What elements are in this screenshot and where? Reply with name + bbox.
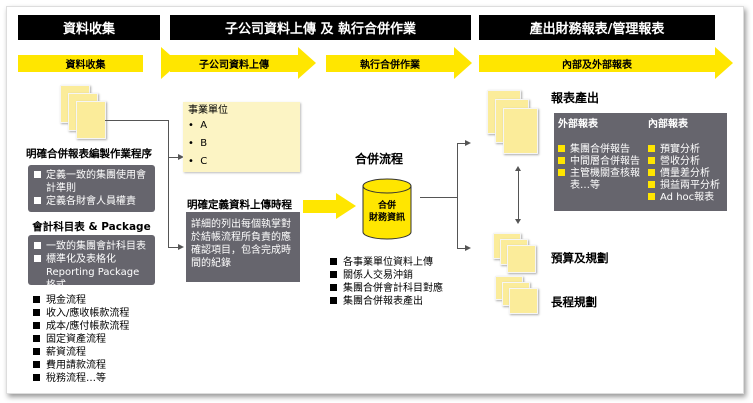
process-item: 費用請款流程 (46, 360, 106, 371)
procedure-box: 定義一致的集團使用會計準則 定義各財會人員權責 (28, 165, 155, 212)
header-upload-consolidation: 子公司資料上傳 及 執行合併作業 (170, 15, 471, 40)
internal-reports-list: 預實分析 營收分析 價量差分析 損益兩平分析 Ad hoc報表 (648, 144, 720, 204)
business-unit: B (200, 138, 208, 149)
internal-report: Ad hoc報表 (660, 192, 715, 203)
business-units-note: 事業單位 • A • B • C (183, 102, 300, 172)
internal-report: 營收分析 (660, 156, 700, 167)
internal-reports-title: 內部報表 (648, 119, 688, 130)
timeline-title: 明確定義資料上傳時程 (187, 199, 292, 211)
accounts-item: 標準化及表格化 Reporting Package格式 (46, 254, 140, 291)
chart-of-accounts-box: 一致的集團會計科目表 標準化及表格化 Reporting Package格式 (28, 235, 155, 291)
business-unit: A (200, 120, 208, 131)
arrow-label: 子公司資料上傳 (199, 60, 269, 71)
process-item: 現金流程 (46, 295, 86, 306)
chart-of-accounts-title: 會計科目表 & Package (32, 221, 151, 233)
merge-step: 各事業單位資料上傳 (343, 257, 433, 268)
arrow-label: 資料收集 (65, 60, 106, 71)
process-item: 成本/應付帳款流程 (46, 321, 130, 332)
process-list: 現金流程 收入/應收帳款流程 成本/應付帳款流程 固定資產流程 薪資流程 費用請… (33, 294, 129, 385)
merge-steps-list: 各事業單位資料上傳 關係人交易沖銷 集團合併會計科目對應 集團合併報表產出 (330, 256, 443, 308)
merge-process-title: 合併流程 (355, 152, 404, 166)
double-arrow-icon (515, 166, 521, 171)
accounts-item: 一致的集團會計科目表 (46, 241, 146, 252)
arrow-label: 內部及外部報表 (562, 60, 632, 71)
header-data-collection: 資料收集 (18, 15, 160, 40)
procedure-item: 定義一致的集團使用會計準則 (46, 170, 146, 194)
procedure-item: 定義各財會人員權責 (46, 196, 136, 207)
external-report: 集團合併報告 (570, 144, 630, 155)
report-output-title: 報表產出 (551, 91, 600, 105)
reports-box: 外部報表 內部報表 集團合併報告 中間層合併報告 主管機關查核報表…等 預實分析… (554, 113, 727, 211)
internal-report: 價量差分析 (660, 168, 710, 179)
external-report: 主管機關查核報表…等 (570, 168, 640, 191)
merge-step: 集團合併報表產出 (343, 296, 423, 307)
internal-report: 損益兩平分析 (660, 180, 720, 191)
external-report: 中間層合併報告 (570, 156, 640, 167)
longterm-planning-label: 長程規劃 (551, 295, 597, 309)
merge-step: 關係人交易沖銷 (343, 270, 413, 281)
process-item: 收入/應收帳款流程 (46, 308, 130, 319)
db-label: 合併 (377, 201, 396, 211)
business-units-title: 事業單位 (188, 105, 228, 116)
procedure-title: 明確合併報表編製作業程序 (26, 148, 152, 160)
external-reports-list: 集團合併報告 中間層合併報告 主管機關查核報表…等 (558, 144, 648, 192)
process-item: 固定資產流程 (46, 334, 106, 345)
arrow-label: 執行合併作業 (360, 60, 420, 71)
process-item: 稅務流程…等 (46, 373, 106, 384)
budget-planning-label: 預算及規劃 (551, 251, 609, 265)
header-report-output: 產出財務報表/管理報表 (479, 15, 715, 40)
external-reports-title: 外部報表 (558, 119, 598, 130)
merge-step: 集團合併會計科目對應 (343, 283, 443, 294)
database-cylinder-icon: 合併 財務資訊 (362, 178, 412, 240)
process-item: 薪資流程 (46, 347, 86, 358)
timeline-box: 詳細的列出每個執掌對於結帳流程所負責的應確認項目，包含完成時間的紀錄 (186, 212, 300, 282)
internal-report: 預實分析 (660, 144, 700, 155)
db-label: 財務資訊 (368, 213, 405, 223)
business-unit: C (200, 156, 208, 167)
